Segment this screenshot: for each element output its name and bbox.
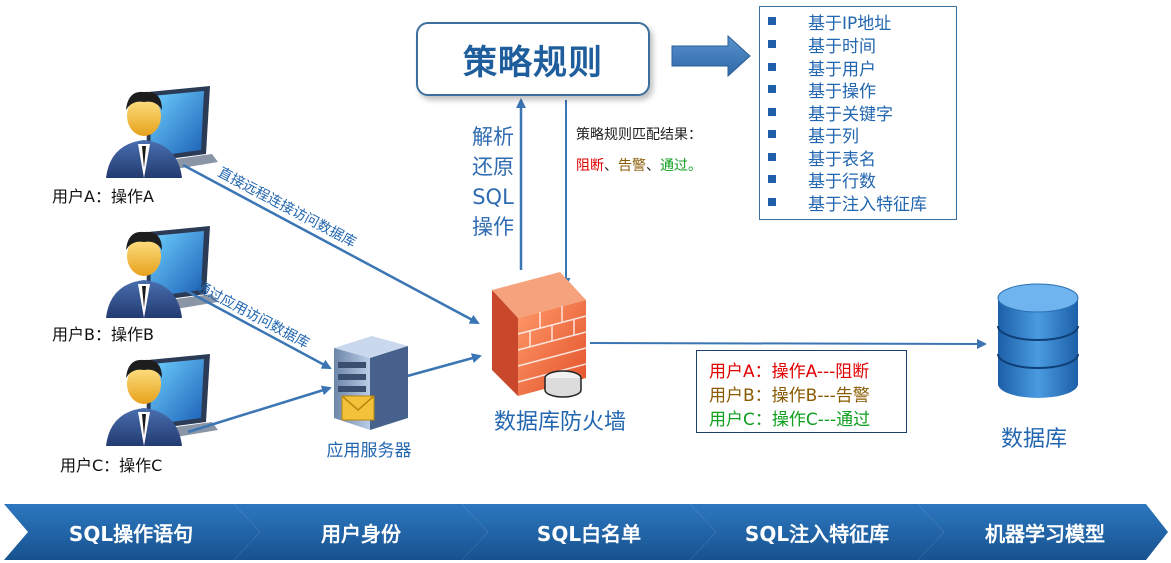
outcome-a: 用户A：操作A---阻断 xyxy=(709,362,870,382)
pipeline-bar xyxy=(4,504,1168,560)
app-server-label: 应用服务器 xyxy=(326,441,412,461)
rule-label: 基于表名 xyxy=(808,149,876,170)
firewall-label: 数据库防火墙 xyxy=(493,410,626,435)
user-a-label: 用户A：操作A xyxy=(52,187,154,206)
firewall-to-database-arrow xyxy=(589,338,987,349)
parse-label-line: 解析 xyxy=(472,125,514,149)
pipeline-step: 用户身份 xyxy=(321,521,401,546)
result-alert: 告警 xyxy=(618,158,646,174)
pipeline-step: 机器学习模型 xyxy=(985,521,1105,546)
rule-label: 基于时间 xyxy=(808,36,876,57)
rule-item: 基于行数 xyxy=(768,168,954,192)
result-block: 阻断 xyxy=(576,158,604,174)
user-b-to-server-arrow xyxy=(184,288,332,370)
bullet-icon xyxy=(768,85,776,93)
match-result-values: 阻断、告警、通过。 xyxy=(576,155,702,175)
period: 。 xyxy=(688,158,702,174)
separator: 、 xyxy=(646,158,660,174)
user-c-label: 用户C：操作C xyxy=(60,456,163,475)
outcome-b: 用户B：操作B---告警 xyxy=(709,386,870,406)
parse-label-line: SQL xyxy=(472,185,514,209)
pipeline-step: SQL白名单 xyxy=(536,521,642,546)
result-pass: 通过 xyxy=(660,158,688,174)
direct-connection-arrow xyxy=(182,163,480,325)
bullet-icon xyxy=(768,175,776,183)
bullet-icon xyxy=(768,130,776,138)
rule-item: 基于操作 xyxy=(768,78,954,102)
rule-list: 基于IP地址 基于时间 基于用户 基于操作 基于关键字 基于列 基于表名 基于行… xyxy=(759,6,957,220)
rule-item: 基于IP地址 xyxy=(768,10,954,34)
bullet-icon xyxy=(768,40,776,48)
rule-label: 基于用户 xyxy=(808,59,876,80)
outcome-box: 用户A：操作A---阻断 用户B：操作B---告警 用户C：操作C---通过 xyxy=(696,350,907,433)
bullet-icon xyxy=(768,198,776,206)
rule-label: 基于操作 xyxy=(808,81,876,102)
user-c-icon xyxy=(106,354,218,446)
parse-label-line: 操作 xyxy=(472,215,514,239)
user-c-to-server-arrow xyxy=(187,385,332,434)
bullet-icon xyxy=(768,108,776,116)
rule-label: 基于行数 xyxy=(808,171,876,192)
match-result-title: 策略规则匹配结果： xyxy=(576,127,702,143)
rule-item: 基于列 xyxy=(768,123,954,147)
rule-label: 基于关键字 xyxy=(808,104,893,125)
user-b-label: 用户B：操作B xyxy=(52,325,154,344)
rule-item: 基于注入特征库 xyxy=(768,191,954,215)
rule-label: 基于IP地址 xyxy=(808,13,892,34)
policy-rules-title: 策略规则 xyxy=(463,42,603,83)
user-a-icon xyxy=(106,86,218,178)
server-to-firewall-arrow xyxy=(399,353,482,380)
app-server-icon xyxy=(334,336,408,430)
pipeline-step: SQL注入特征库 xyxy=(744,521,890,546)
policy-to-rules-arrow xyxy=(671,34,751,78)
outcome-c: 用户C：操作C---通过 xyxy=(709,410,871,430)
bullet-icon xyxy=(768,17,776,25)
rule-item: 基于时间 xyxy=(768,33,954,57)
database-icon xyxy=(997,283,1079,398)
rule-label: 基于列 xyxy=(808,126,859,147)
bullet-icon xyxy=(768,153,776,161)
rule-label: 基于注入特征库 xyxy=(808,194,927,215)
rule-item: 基于用户 xyxy=(768,56,954,80)
firewall-icon xyxy=(492,272,587,398)
database-label: 数据库 xyxy=(1000,427,1067,452)
parse-label-line: 还原 xyxy=(472,155,514,179)
bullet-icon xyxy=(768,63,776,71)
rule-item: 基于表名 xyxy=(768,146,954,170)
separator: 、 xyxy=(604,158,618,174)
parse-sql-label: 解析 还原 SQL 操作 xyxy=(466,122,520,242)
policy-rules-box: 策略规则 xyxy=(416,22,650,96)
pipeline-step: SQL操作语句 xyxy=(68,521,194,546)
rule-item: 基于关键字 xyxy=(768,101,954,125)
user-b-icon xyxy=(106,226,218,318)
